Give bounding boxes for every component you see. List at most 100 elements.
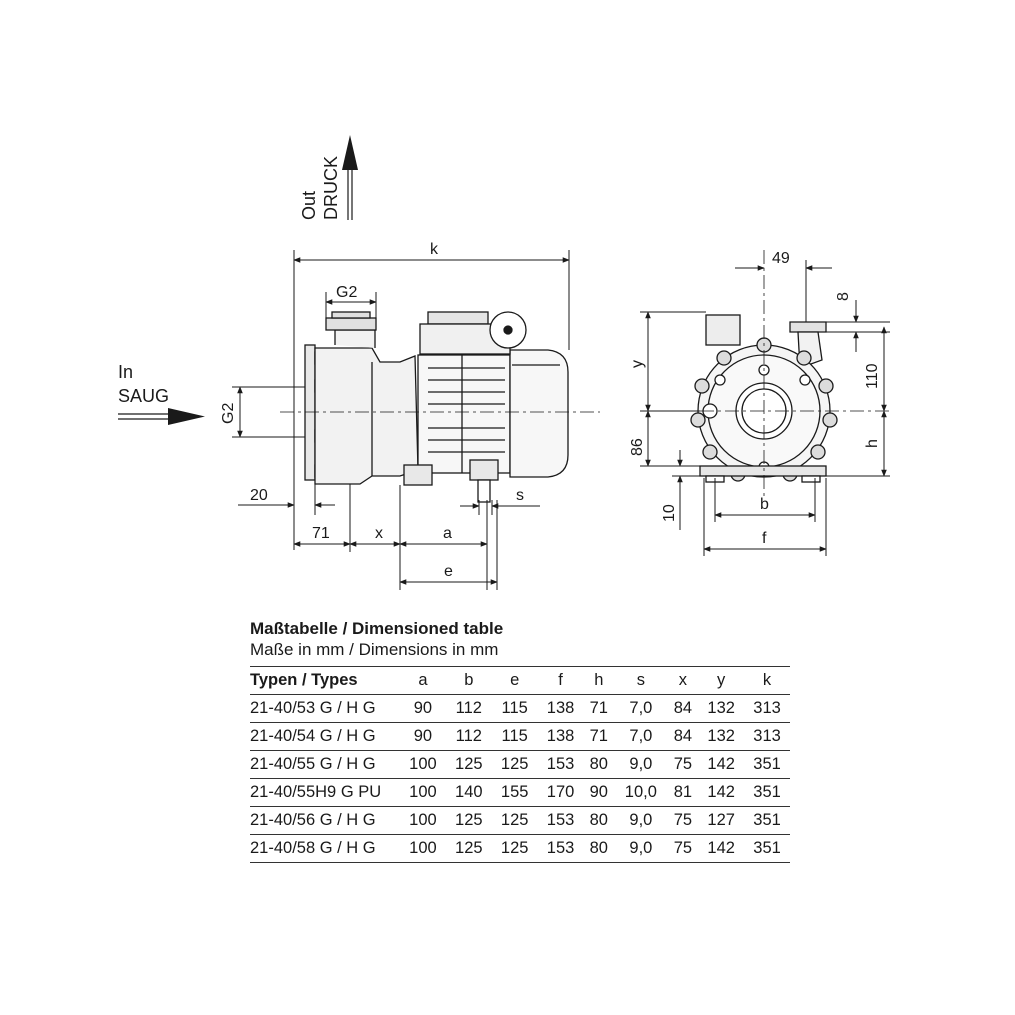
header-a: a — [400, 666, 446, 695]
table-cell-value: 75 — [667, 806, 699, 835]
table-cell-value: 7,0 — [614, 722, 668, 751]
table-cell-value: 138 — [537, 722, 584, 751]
table-cell-value: 81 — [667, 778, 699, 807]
table-cell-value: 138 — [537, 694, 584, 723]
table-cell-value: 170 — [537, 778, 584, 807]
table-cell-value: 80 — [583, 834, 615, 863]
header-types: Typen / Types — [250, 666, 400, 695]
dim-k — [293, 250, 570, 550]
dim-y — [640, 311, 706, 412]
dim-f — [703, 478, 827, 556]
dim-e — [399, 500, 498, 590]
dim-e-label: e — [444, 563, 453, 580]
table-cell-value: 155 — [491, 778, 538, 807]
table-cell-value: 142 — [698, 834, 745, 863]
dim-y-label: y — [629, 360, 646, 368]
table-cell-value: 80 — [583, 806, 615, 835]
dimension-table-section: Maßtabelle / Dimensioned table Maße in m… — [250, 618, 790, 863]
table-cell-value: 80 — [583, 750, 615, 779]
table-cell-value: 100 — [400, 834, 446, 863]
dim-10-label: 10 — [661, 504, 678, 522]
table-cell-value: 153 — [537, 834, 584, 863]
header-e: e — [491, 666, 538, 695]
table-cell-value: 125 — [445, 750, 492, 779]
table-cell-value: 9,0 — [614, 750, 668, 779]
dim-49-label: 49 — [772, 250, 790, 267]
dim-g2-side-label: G2 — [220, 403, 237, 424]
dim-h-label: h — [864, 439, 881, 448]
table-cell-value: 9,0 — [614, 806, 668, 835]
header-s: s — [614, 666, 668, 695]
pump-drawing: Out DRUCK In SAUG — [118, 135, 890, 590]
dim-20 — [238, 484, 335, 515]
dim-86 — [640, 410, 700, 467]
dim-g2-side — [232, 386, 305, 438]
table-cell-value: 125 — [445, 834, 492, 863]
header-b: b — [445, 666, 492, 695]
table-cell-value: 132 — [698, 722, 745, 751]
table-cell-type: 21-40/54 G / H G — [250, 722, 400, 751]
table-cell-type: 21-40/55H9 G PU — [250, 778, 400, 807]
header-x: x — [667, 666, 699, 695]
dim-a-label: a — [443, 525, 452, 542]
table-cell-value: 112 — [445, 722, 492, 751]
table-cell-value: 125 — [491, 806, 538, 835]
dim-s — [460, 500, 540, 515]
table-cell-value: 90 — [583, 778, 615, 807]
dimension-table: Typen / Types a b e f h s x y k 21-40/53… — [250, 666, 790, 863]
table-cell-value: 142 — [698, 750, 745, 779]
table-header-row: Typen / Types a b e f h s x y k — [250, 666, 790, 695]
table-cell-value: 351 — [744, 778, 790, 807]
table-cell-value: 100 — [400, 778, 446, 807]
out-label: Out — [299, 191, 319, 220]
table-cell-value: 90 — [400, 722, 446, 751]
dim-86-label: 86 — [629, 438, 646, 456]
in-label: In — [118, 362, 133, 382]
table-cell-value: 351 — [744, 806, 790, 835]
table-cell-value: 153 — [537, 750, 584, 779]
saug-label: SAUG — [118, 386, 169, 406]
table-cell-value: 71 — [583, 694, 615, 723]
dim-49 — [735, 260, 832, 322]
dim-f-label: f — [762, 530, 767, 547]
header-y: y — [698, 666, 745, 695]
table-cell-value: 100 — [400, 806, 446, 835]
table-cell-value: 7,0 — [614, 694, 668, 723]
table-cell-type: 21-40/55 G / H G — [250, 750, 400, 779]
table-cell-value: 115 — [491, 722, 538, 751]
table-cell-value: 84 — [667, 694, 699, 723]
table-title: Maßtabelle / Dimensioned table — [250, 619, 504, 638]
dim-110-label: 110 — [864, 363, 881, 389]
front-centerlines — [650, 250, 890, 500]
table-cell-value: 75 — [667, 750, 699, 779]
table-cell-value: 10,0 — [614, 778, 668, 807]
table-cell-value: 140 — [445, 778, 492, 807]
druck-label: DRUCK — [321, 156, 341, 220]
dim-71-label: 71 — [312, 525, 330, 542]
table-cell-value: 71 — [583, 722, 615, 751]
table-cell-value: 153 — [537, 806, 584, 835]
dim-k-label: k — [430, 241, 439, 258]
table-cell-value: 142 — [698, 778, 745, 807]
table-cell-type: 21-40/56 G / H G — [250, 806, 400, 835]
table-cell-value: 75 — [667, 834, 699, 863]
dim-g2-top-label: G2 — [336, 284, 357, 301]
dim-8-label: 8 — [835, 292, 852, 301]
header-f: f — [537, 666, 584, 695]
table-cell-type: 21-40/53 G / H G — [250, 694, 400, 723]
dim-b-label: b — [760, 496, 769, 513]
table-cell-value: 90 — [400, 694, 446, 723]
pump-side-view — [304, 311, 569, 503]
dim-x-label: x — [375, 525, 383, 542]
table-cell-value: 112 — [445, 694, 492, 723]
table-cell-value: 125 — [491, 750, 538, 779]
header-k: k — [744, 666, 790, 695]
dim-b — [714, 478, 816, 522]
dim-71-x-a — [293, 484, 488, 590]
table-cell-value: 132 — [698, 694, 745, 723]
